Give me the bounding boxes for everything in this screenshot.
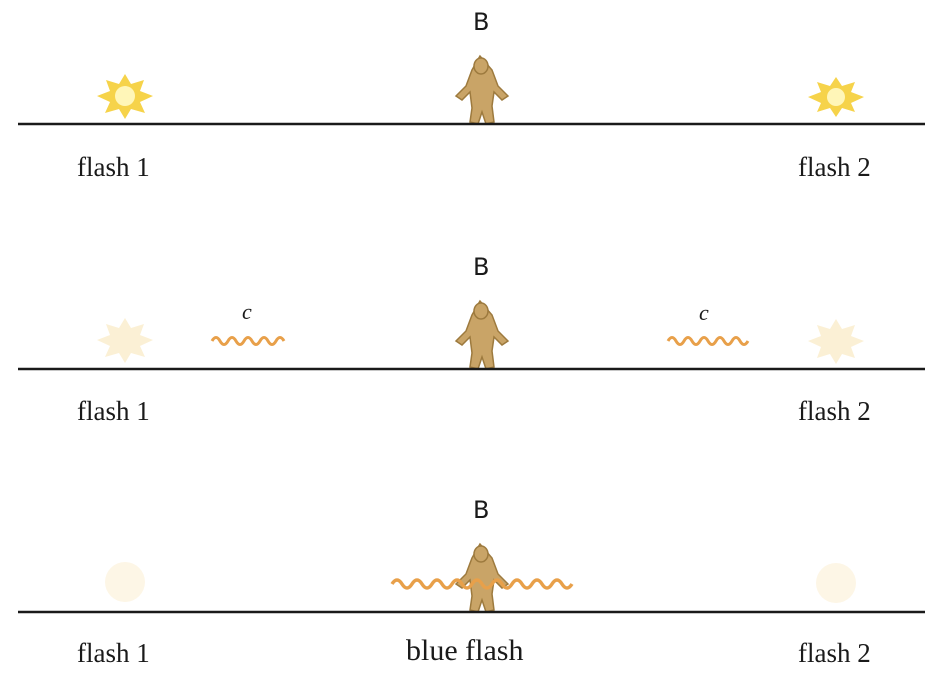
flash-2-label: flash 2 [798,152,871,182]
flash-burst-icon [105,562,145,602]
flash-1-label: flash 1 [77,396,150,426]
flash-2-label: flash 2 [798,638,871,668]
panel-light-traveling: B c c flash 1 flash 2 [0,245,925,445]
observer-b-label: B [473,8,490,36]
panel-1-drawing [18,54,925,126]
observer-figure-icon [454,299,510,370]
light-wave-icon [480,578,574,590]
flash-2-label: flash 2 [798,396,871,426]
panel-light-arrives: B blue flash flash 1 flash 2 [0,488,925,688]
flash-burst-icon [808,319,864,364]
light-wave-icon [666,336,750,346]
panel-3-drawing [18,542,925,614]
flash-1-label: flash 1 [77,152,150,182]
flash-burst-icon [808,77,864,117]
flash-burst-icon [816,563,856,603]
light-wave-icon [210,336,286,346]
flash-burst-icon [97,74,153,119]
flash-1-label: flash 1 [77,638,150,668]
observer-figure-icon [454,542,510,613]
panel-2-drawing [18,299,925,371]
observer-b-label: B [473,496,490,524]
observer-figure-icon [454,54,510,125]
flash-burst-icon [97,318,153,363]
blue-flash-label: blue flash [406,634,524,667]
light-wave-icon [390,578,484,590]
observer-b-label: B [473,253,490,281]
panel-flashes-emitted: B flash 1 flash 2 [0,0,925,200]
speed-of-light-label-right: c [699,300,709,325]
speed-of-light-label-left: c [242,299,252,324]
